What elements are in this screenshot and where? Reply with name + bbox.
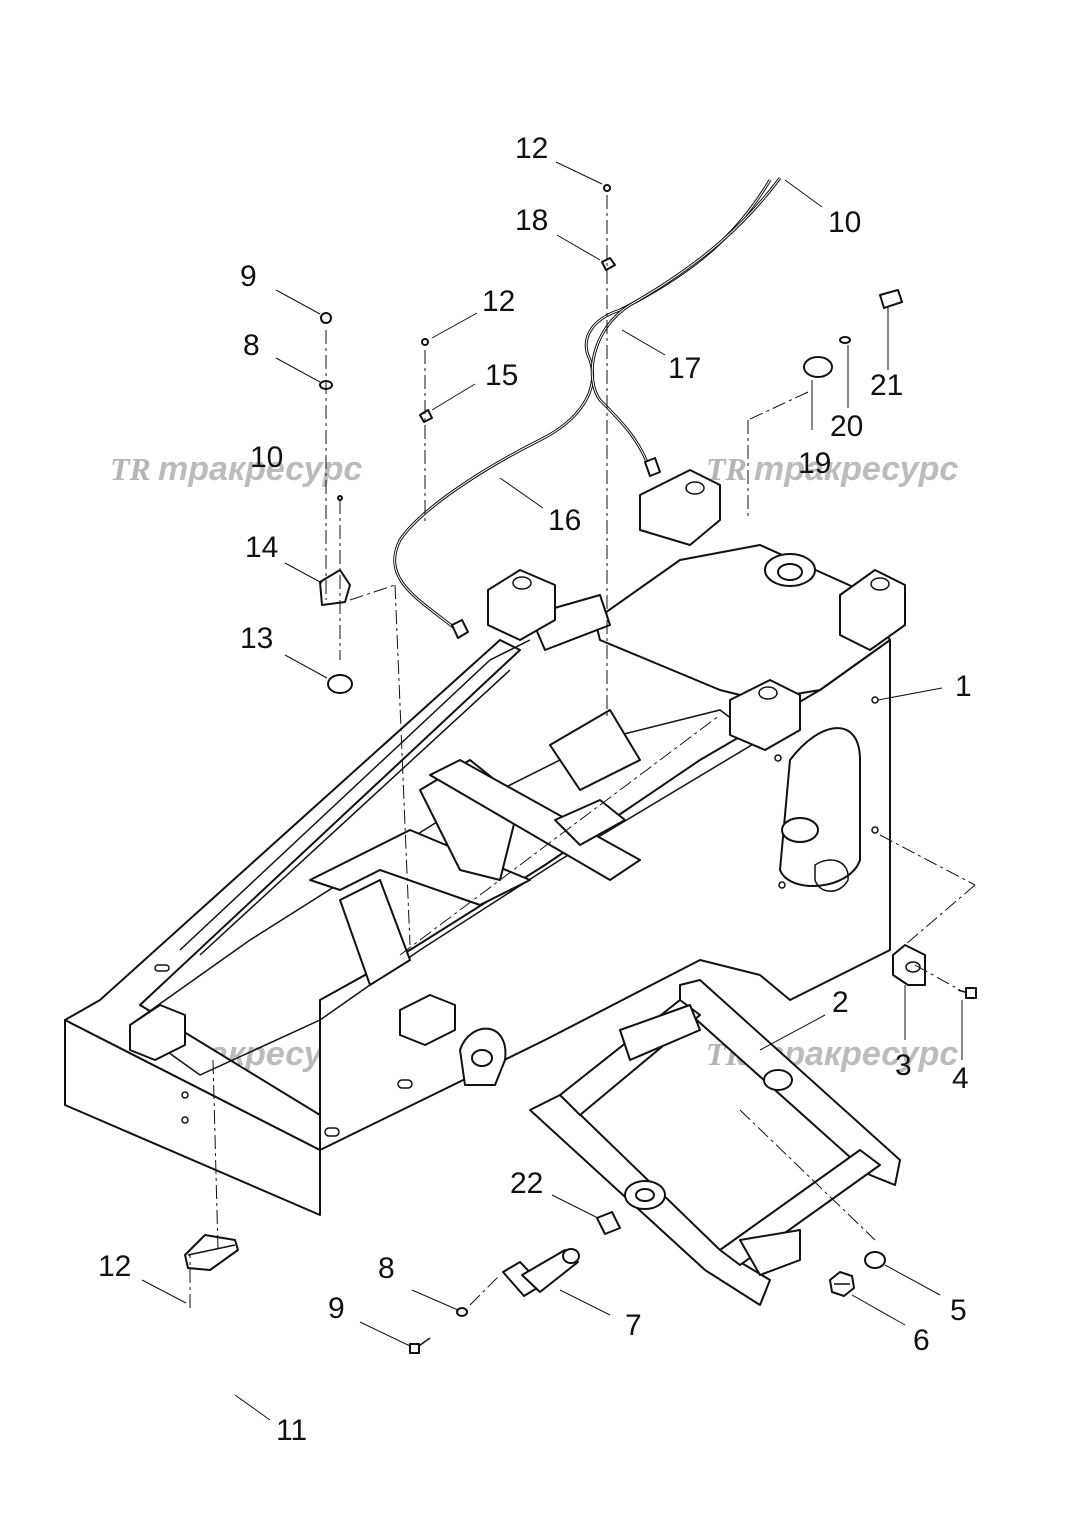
- leader-lines: [141, 161, 963, 1421]
- watermark-4: TR тракресурс: [706, 1035, 958, 1073]
- callout-22: 22: [510, 1167, 543, 1200]
- callout-7: 7: [625, 1309, 642, 1342]
- washer-5: [864, 1251, 886, 1269]
- reference-lines: [189, 195, 976, 1308]
- bushing-22: [596, 1211, 621, 1235]
- callout-18: 18: [515, 204, 548, 237]
- callout-12-mid: 12: [482, 285, 515, 318]
- callout-4: 4: [952, 1062, 969, 1095]
- callout-6: 6: [913, 1324, 930, 1357]
- callout-14: 14: [245, 531, 278, 564]
- hose-assembly: [393, 177, 782, 639]
- bolt-4: [957, 987, 977, 999]
- main-frame: [64, 469, 906, 1216]
- callout-labels: 1 2 3 4 5 6 7 8 8 9 9 10 10 11 12 12 12 …: [98, 132, 972, 1447]
- callout-15: 15: [485, 359, 518, 392]
- washer-8-lower: [456, 1307, 468, 1317]
- bracket-3: [892, 944, 926, 986]
- callout-12-bottom: 12: [98, 1250, 131, 1283]
- watermark-1: TR тракресурс: [110, 450, 362, 488]
- callout-21: 21: [870, 369, 903, 402]
- watermark-2: TR тракресурс: [706, 450, 958, 488]
- callout-19: 19: [798, 447, 831, 480]
- callout-20: 20: [830, 410, 863, 443]
- upper-small-parts: [319, 184, 903, 694]
- callout-10-upper: 10: [828, 206, 861, 239]
- svg-text:тракресурс: тракресурс: [158, 450, 362, 488]
- swing-frame: [529, 979, 901, 1306]
- callout-3: 3: [895, 1049, 912, 1082]
- callout-2: 2: [832, 986, 849, 1019]
- callout-13: 13: [240, 622, 273, 655]
- callout-16: 16: [548, 504, 581, 537]
- callout-9-upper: 9: [240, 260, 257, 293]
- svg-text:тракресурс: тракресурс: [754, 450, 958, 488]
- callout-12-top: 12: [515, 132, 548, 165]
- pin-7: [502, 1248, 580, 1297]
- nut-6: [829, 1271, 855, 1297]
- svg-text:TR: TR: [110, 451, 151, 487]
- plate-11: [184, 1234, 239, 1271]
- callout-10-left: 10: [250, 441, 283, 474]
- callout-11: 11: [276, 1414, 307, 1447]
- callout-9-lower: 9: [328, 1292, 345, 1325]
- callout-17: 17: [668, 352, 701, 385]
- callout-8-lower: 8: [378, 1252, 395, 1285]
- callout-8-upper: 8: [243, 329, 260, 362]
- bolt-9-lower: [409, 1337, 431, 1354]
- callout-5: 5: [950, 1294, 967, 1327]
- callout-1: 1: [955, 670, 972, 703]
